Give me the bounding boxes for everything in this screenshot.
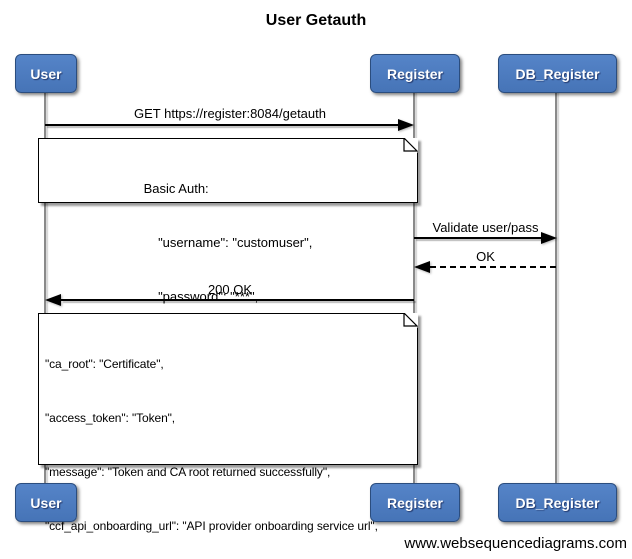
arrowhead-left-icon [414, 261, 430, 273]
note-basic-auth: Basic Auth: "username": "customuser", "p… [38, 138, 418, 304]
actor-label-user: User [30, 494, 62, 511]
note-text-block: "ca_root": "Certificate", "access_token"… [45, 319, 417, 559]
message-label-get-getauth: GET https://register:8084/getauth [134, 106, 326, 121]
note-line: Basic Auth: [143, 181, 209, 196]
actor-label-user: User [30, 65, 62, 82]
lifeline-register [413, 92, 415, 483]
message-line-ok-dashed [430, 266, 556, 268]
message-label-validate: Validate user/pass [432, 220, 539, 235]
note-fold-icon [403, 138, 418, 153]
note-line: "ccf_api_onboarding_url": "API provider … [45, 519, 378, 533]
actor-label-db-register: DB_Register [515, 65, 600, 82]
actor-label-db-register: DB_Register [515, 494, 600, 511]
note-line: "access_token": "Token", [45, 411, 176, 425]
arrowhead-right-icon [541, 232, 557, 244]
note-line: "password": "***", [143, 289, 259, 304]
actor-label-register: Register [386, 65, 444, 82]
actor-box-register-bottom: Register [370, 483, 460, 522]
actor-box-db-register-bottom: DB_Register [498, 483, 617, 522]
actor-box-register-top: Register [370, 54, 460, 93]
note-line: "ca_root": "Certificate", [45, 357, 164, 371]
message-line-validate [414, 237, 543, 239]
message-label-ok: OK [476, 249, 495, 264]
note-fold-icon [403, 313, 418, 328]
arrowhead-right-icon [398, 119, 414, 131]
message-line-get-getauth [45, 124, 401, 126]
message-label-200-ok: 200 OK [207, 282, 253, 297]
note-text-block: Basic Auth: "username": "customuser", "p… [144, 144, 313, 342]
lifeline-user [44, 92, 46, 483]
note-response-body: "ca_root": "Certificate", "access_token"… [38, 313, 418, 533]
arrowhead-left-icon [45, 294, 61, 306]
watermark-text: www.websequencediagrams.com [404, 535, 627, 552]
note-line: "message": "Token and CA root returned s… [45, 465, 331, 479]
actor-box-user-bottom: User [15, 483, 77, 522]
actor-label-register: Register [386, 494, 444, 511]
note-line: "username": "customuser", [143, 235, 313, 250]
message-line-200-ok [61, 299, 414, 301]
diagram-title: User Getauth [265, 12, 367, 29]
actor-box-db-register-top: DB_Register [498, 54, 617, 93]
actor-box-user-top: User [15, 54, 77, 93]
lifeline-db-register [555, 92, 557, 483]
